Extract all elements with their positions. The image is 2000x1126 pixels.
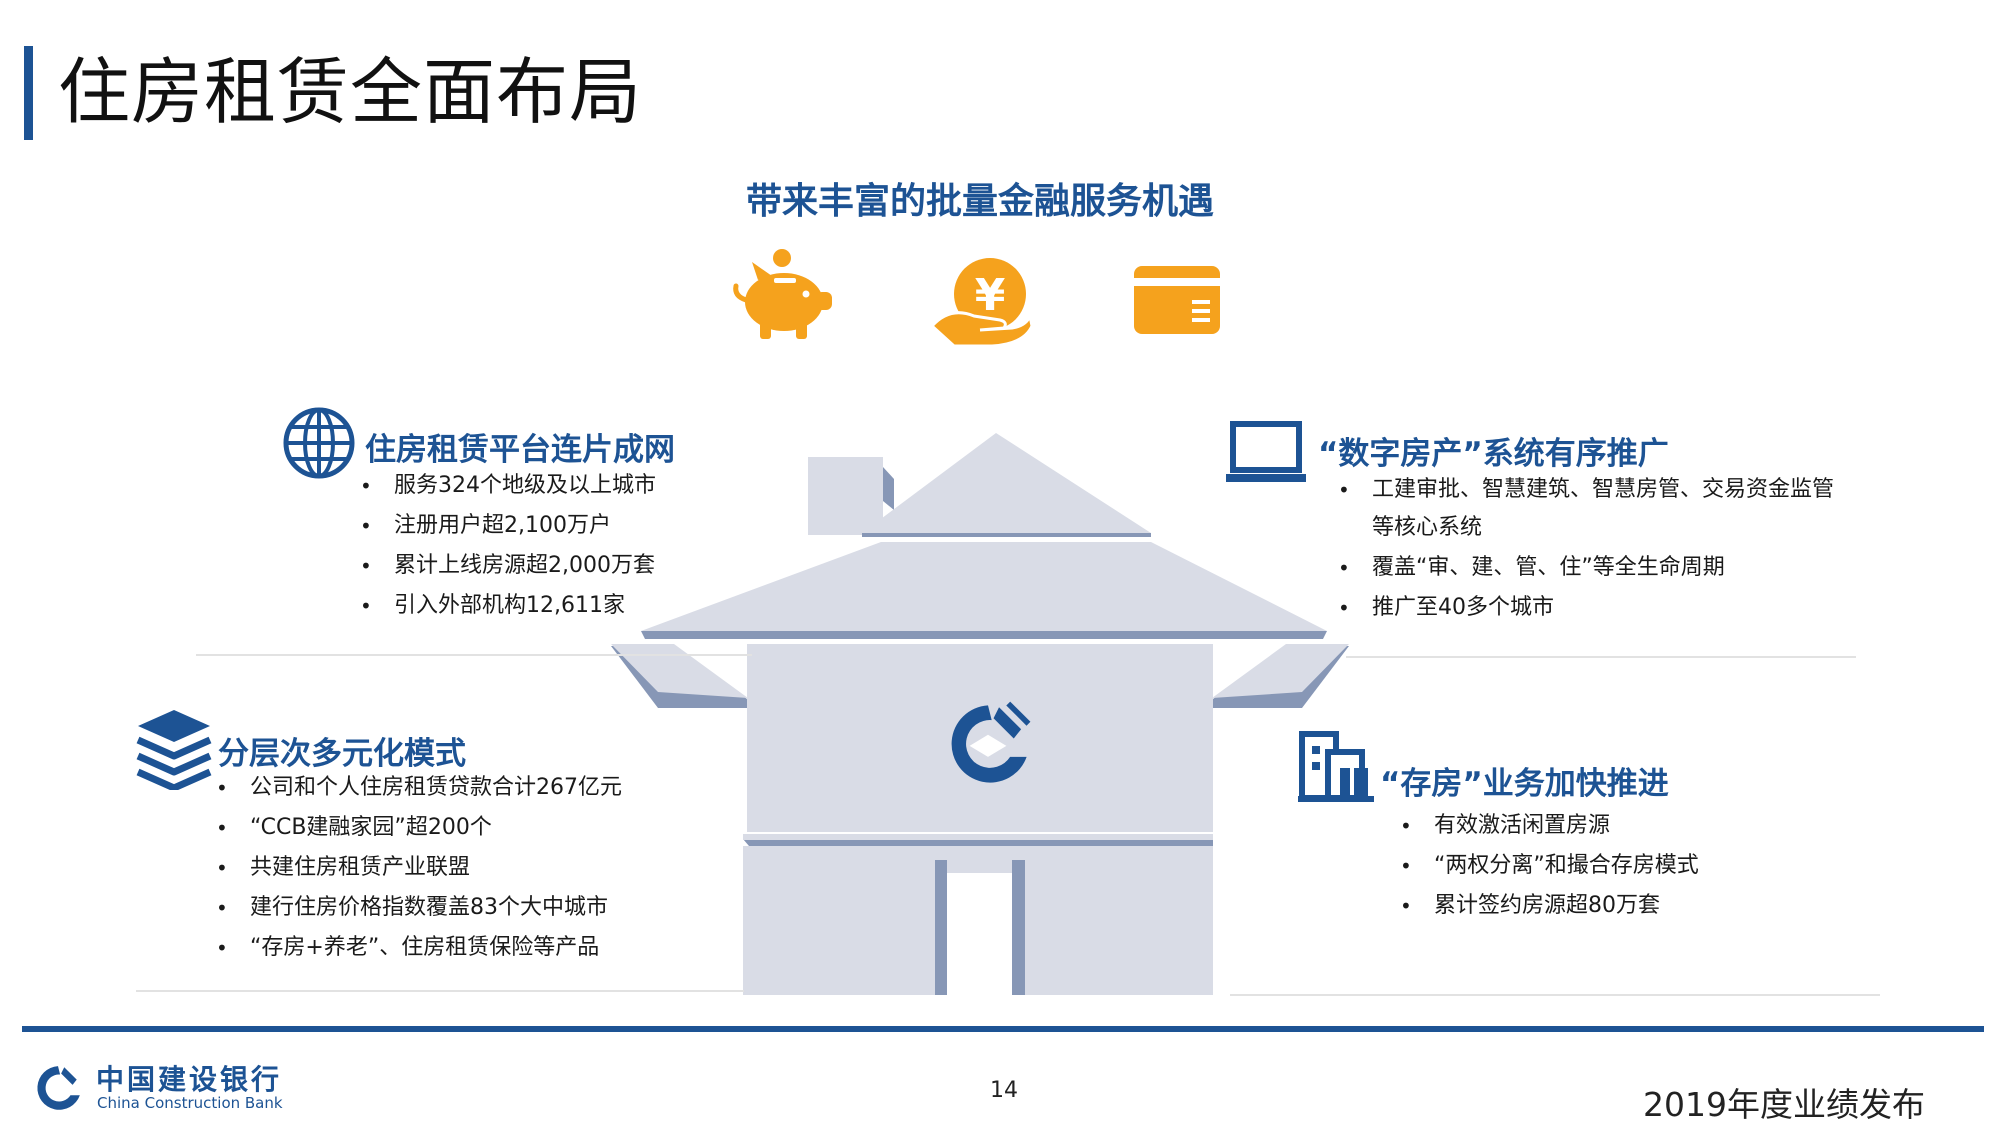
list-digital: 工建审批、智慧建筑、智慧房管、交易资金监管 等核心系统 覆盖“审、建、管、住”等… bbox=[1338, 470, 1834, 628]
list-item: 累计上线房源超2,000万套 bbox=[360, 546, 656, 586]
page-title: 住房租赁全面布局 bbox=[58, 50, 643, 134]
list-model: 公司和个人住房租赁贷款合计267亿元 “CCB建融家园”超200个 共建住房租赁… bbox=[216, 768, 622, 968]
divider bbox=[1230, 994, 1880, 996]
globe-icon bbox=[283, 407, 355, 479]
laptop-icon bbox=[1226, 421, 1306, 482]
divider bbox=[136, 990, 744, 992]
title-accent-bar bbox=[24, 46, 33, 140]
list-item: 覆盖“审、建、管、住”等全生命周期 bbox=[1338, 548, 1834, 588]
section-title-model: 分层次多元化模式 bbox=[218, 736, 466, 772]
list-item: 工建审批、智慧建筑、智慧房管、交易资金监管 bbox=[1338, 470, 1834, 510]
yuan-coin-hand-icon: ¥ bbox=[930, 258, 1034, 348]
list-item: 等核心系统 bbox=[1372, 515, 1483, 540]
list-item: “存房+养老”、住房租赁保险等产品 bbox=[216, 928, 622, 968]
divider bbox=[1346, 656, 1856, 658]
divider bbox=[196, 654, 752, 656]
bank-name-en: China Construction Bank bbox=[97, 1094, 283, 1112]
list-item: 共建住房租赁产业联盟 bbox=[216, 848, 622, 888]
bank-card-icon bbox=[1134, 266, 1220, 334]
list-deposit: 有效激活闲置房源 “两权分离”和撮合存房模式 累计签约房源超80万套 bbox=[1400, 806, 1699, 926]
list-item: “CCB建融家园”超200个 bbox=[216, 808, 622, 848]
list-item: 服务324个地级及以上城市 bbox=[360, 466, 656, 506]
ccb-footer-logo-icon bbox=[37, 1066, 80, 1110]
section-title-platform: 住房租赁平台连片成网 bbox=[365, 432, 675, 468]
layers-icon bbox=[136, 710, 212, 790]
list-item: 引入外部机构12,611家 bbox=[360, 586, 656, 626]
list-item: “两权分离”和撮合存房模式 bbox=[1400, 846, 1699, 886]
list-item: 公司和个人住房租赁贷款合计267亿元 bbox=[216, 768, 622, 808]
house-illustration bbox=[611, 433, 1349, 995]
page-number: 14 bbox=[990, 1078, 1018, 1103]
buildings-icon bbox=[1298, 731, 1374, 802]
list-item: 有效激活闲置房源 bbox=[1400, 806, 1699, 846]
ccb-logo-icon bbox=[951, 701, 1031, 783]
section-title-digital: “数字房产”系统有序推广 bbox=[1318, 436, 1669, 472]
piggy-bank-icon bbox=[733, 249, 832, 339]
list-item: 推广至40多个城市 bbox=[1338, 588, 1834, 628]
bank-name-cn: 中国建设银行 bbox=[96, 1063, 283, 1096]
list-item: 建行住房价格指数覆盖83个大中城市 bbox=[216, 888, 622, 928]
section-title-deposit: “存房”业务加快推进 bbox=[1380, 766, 1669, 802]
list-item: 注册用户超2,100万户 bbox=[360, 506, 656, 546]
list-platform: 服务324个地级及以上城市 注册用户超2,100万户 累计上线房源超2,000万… bbox=[360, 466, 656, 626]
event-label: 2019年度业绩发布 bbox=[1643, 1085, 1925, 1124]
footer-rule bbox=[22, 1026, 1984, 1032]
subtitle: 带来丰富的批量金融服务机遇 bbox=[745, 181, 1214, 222]
svg-text:¥: ¥ bbox=[975, 270, 1006, 321]
list-item: 累计签约房源超80万套 bbox=[1400, 886, 1699, 926]
